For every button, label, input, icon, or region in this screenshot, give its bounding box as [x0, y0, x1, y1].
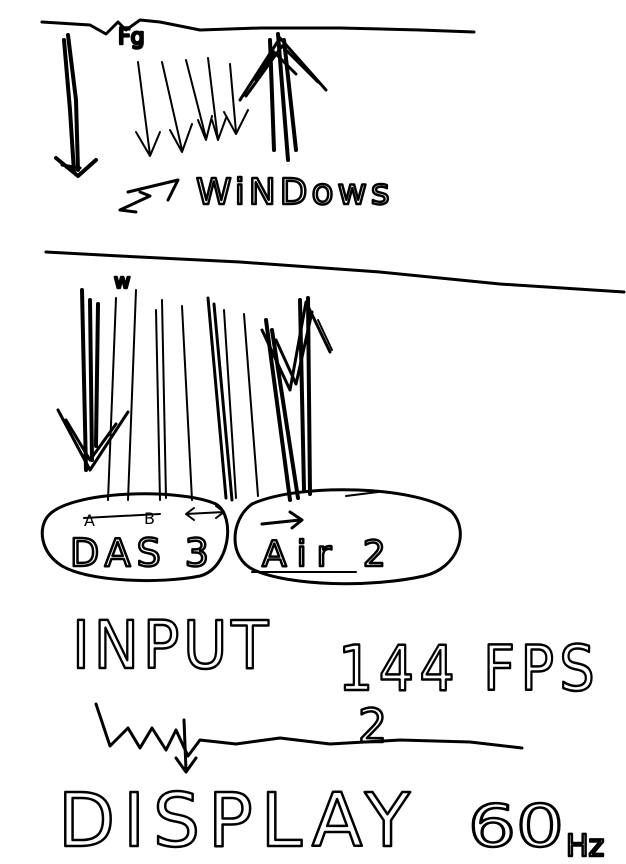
- stroke-m2: [107, 297, 117, 501]
- middle-horizontal-line: [44, 250, 626, 294]
- ellipse-left: A B DAS 3: [40, 492, 230, 583]
- caption-arrow-icon: [118, 178, 180, 214]
- top-small-mark: Fg: [118, 25, 145, 50]
- arrow-down-4: [185, 59, 213, 141]
- middle-value: 2: [358, 699, 387, 753]
- right-arrow-icon: [260, 510, 304, 530]
- display-label: DISPLAY: [58, 778, 418, 864]
- top-horizontal-line: [40, 18, 476, 36]
- underline-squiggle: [94, 702, 524, 758]
- input-value: 144 FPS: [338, 632, 600, 705]
- arrow-down-2: [135, 61, 161, 157]
- arrow-down-1: [54, 33, 98, 178]
- squiggle-mark: [345, 491, 379, 497]
- display-unit: Hz: [566, 829, 604, 864]
- top-caption: WiNDows: [118, 171, 394, 214]
- arrow-up-cluster-middle: [260, 296, 333, 502]
- stroke-m5: [181, 305, 193, 501]
- ellipse-left-text: DAS 3: [70, 531, 215, 575]
- arrow-down-m6: [206, 296, 237, 502]
- middle-small-mark: w: [114, 269, 130, 293]
- arrow-down-m4: [155, 299, 167, 501]
- down-arrow-small-icon: [174, 718, 198, 774]
- ellipse-left-b-label: B: [144, 509, 155, 528]
- middle-row: 2: [94, 698, 524, 774]
- ab-arrow-icon: [83, 513, 161, 519]
- middle-arrows: [56, 288, 333, 502]
- display-value: 60: [468, 792, 564, 860]
- arrow-up-cluster-top: [238, 32, 328, 162]
- arrow-down-6: [223, 63, 249, 135]
- windows-label: WiNDows: [196, 172, 394, 213]
- display-row: DISPLAY 60 Hz: [57, 777, 606, 864]
- ellipse-left-a-label: A: [84, 511, 95, 530]
- arrow-down-3: [161, 61, 193, 153]
- arrow-down-m1: [56, 288, 130, 472]
- input-label: INPUT: [72, 607, 272, 684]
- arrow-down-5: [207, 57, 227, 141]
- ellipse-right-text: Air 2: [262, 534, 396, 575]
- stroke-m7: [243, 313, 259, 497]
- ellipse-right: Air 2: [233, 488, 462, 586]
- top-arrows: [54, 32, 328, 178]
- input-row: INPUT 144 FPS: [71, 606, 600, 707]
- double-arrow-icon: [185, 505, 225, 521]
- stroke-m3: [127, 289, 137, 501]
